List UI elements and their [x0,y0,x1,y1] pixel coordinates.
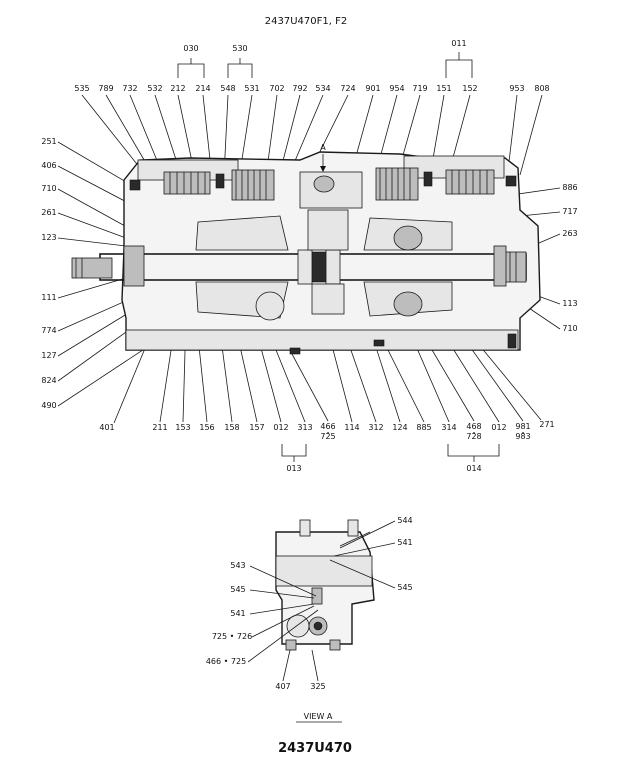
svg-text:123: 123 [41,233,56,242]
svg-text:954: 954 [389,84,404,93]
svg-text:545: 545 [397,583,412,592]
right-spring-2 [445,169,495,195]
svg-text:127: 127 [41,351,56,360]
svg-text:543: 543 [230,561,245,570]
svg-text:271: 271 [539,420,554,429]
svg-text:468: 468 [466,422,481,431]
svg-text:113: 113 [562,299,577,308]
svg-text:728: 728 [466,432,481,441]
svg-text:953: 953 [509,84,524,93]
svg-text:719: 719 [412,84,427,93]
svg-text:531: 531 [244,84,259,93]
svg-text:152: 152 [462,84,477,93]
right-spring [375,167,419,201]
svg-text:261: 261 [41,208,56,217]
svg-text:012: 012 [273,423,288,432]
svg-text:153: 153 [175,423,190,432]
svg-text:534: 534 [315,84,330,93]
svg-text:702: 702 [269,84,284,93]
left-spring-2 [163,171,211,195]
group-bracket-530: 530 [227,44,253,78]
view-a-labels: 544 541 543 545 545 541 725 • 726 466 • … [206,516,413,691]
group-bracket-030: 030 [177,44,205,78]
svg-text:532: 532 [147,84,162,93]
svg-text:710: 710 [562,324,577,333]
svg-text:263: 263 [562,229,577,238]
svg-text:124: 124 [392,423,407,432]
svg-text:732: 732 [122,84,137,93]
svg-text:824: 824 [41,376,56,385]
bullet-dots [327,432,524,434]
svg-text:158: 158 [224,423,239,432]
top-labels: 535 789 732 532 212 214 548 531 702 792 … [74,84,549,93]
diagram-title: 2437U470F1, F2 [265,16,347,27]
svg-text:214: 214 [195,84,210,93]
view-a-leader-lines [247,520,396,682]
svg-text:114: 114 [344,423,359,432]
left-leader-lines [57,141,165,407]
svg-text:545: 545 [230,585,245,594]
footer-title: 2437U470 [278,741,352,756]
svg-text:030: 030 [183,44,198,53]
left-labels: 251 406 710 261 123 111 774 127 824 490 [41,137,56,410]
svg-text:312: 312 [368,423,383,432]
svg-text:314: 314 [441,423,456,432]
svg-text:A: A [320,143,326,152]
svg-text:530: 530 [232,44,247,53]
svg-text:725: 725 [320,432,335,441]
left-spring [231,169,275,201]
svg-text:251: 251 [41,137,56,146]
svg-text:548: 548 [220,84,235,93]
svg-text:541: 541 [397,538,412,547]
svg-text:901: 901 [365,84,380,93]
group-bracket-011: 011 [445,39,473,78]
svg-text:886: 886 [562,183,577,192]
svg-text:014: 014 [466,464,481,473]
svg-text:792: 792 [292,84,307,93]
svg-text:151: 151 [436,84,451,93]
svg-text:325: 325 [310,682,325,691]
pump-assembly [71,151,541,355]
svg-text:466: 466 [320,422,335,431]
svg-text:406: 406 [41,161,56,170]
svg-text:541: 541 [230,609,245,618]
svg-text:401: 401 [99,423,114,432]
bottom-labels: 401 211 153 156 158 157 012 313 466 725 … [99,420,554,441]
svg-text:211: 211 [152,423,167,432]
svg-text:710: 710 [41,184,56,193]
svg-text:313: 313 [297,423,312,432]
view-a-caption: VIEW A [304,712,333,721]
svg-text:535: 535 [74,84,89,93]
svg-text:774: 774 [41,326,56,335]
svg-text:212: 212 [170,84,185,93]
svg-text:466 • 725: 466 • 725 [206,657,246,666]
svg-text:013: 013 [286,464,301,473]
section-a-marker: A [320,143,326,172]
svg-text:111: 111 [41,293,56,302]
svg-text:808: 808 [534,84,549,93]
svg-text:490: 490 [41,401,56,410]
svg-text:011: 011 [451,39,466,48]
svg-text:407: 407 [275,682,290,691]
svg-text:544: 544 [397,516,412,525]
group-bracket-013: 013 [281,444,307,473]
svg-text:981: 981 [515,422,530,431]
svg-text:724: 724 [340,84,355,93]
svg-text:725 • 726: 725 • 726 [212,632,252,641]
svg-text:789: 789 [98,84,113,93]
svg-text:012: 012 [491,423,506,432]
svg-text:717: 717 [562,207,577,216]
right-labels: 886 717 263 113 710 [562,183,577,333]
svg-text:156: 156 [199,423,214,432]
svg-text:983: 983 [515,432,530,441]
svg-text:157: 157 [249,423,264,432]
svg-text:885: 885 [416,423,431,432]
group-bracket-014: 014 [447,444,500,473]
